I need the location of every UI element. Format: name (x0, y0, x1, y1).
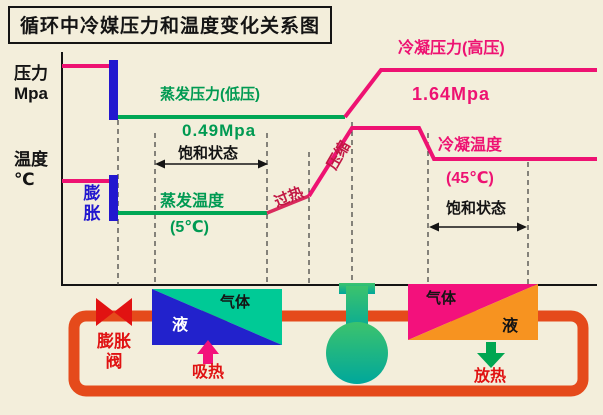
temperature-axis-text: 温度 (14, 150, 48, 169)
refrigerant-pipe-loop (68, 310, 589, 397)
pressure-axis-label: 压力 Mpa (14, 64, 48, 103)
evaporating-temp-label: 蒸发温度 (160, 193, 225, 210)
condenser (408, 284, 538, 340)
temperature-axis-unit: ℃ (14, 169, 35, 189)
temperature-axis-label: 温度 ℃ (14, 150, 48, 189)
evaporator (152, 289, 282, 345)
evaporator-liquid-label: 液 (172, 317, 189, 334)
evaporator-gas-label: 气体 (220, 294, 251, 311)
diagram-title: 循环中冷媒压力和温度变化关系图 (8, 6, 333, 44)
pressure-curve (62, 60, 597, 120)
temp-expansion-drop (109, 175, 118, 221)
evaporating-pressure-value: 0.49Mpa (182, 121, 257, 140)
condensing-temp-label: 冷凝温度 (438, 137, 503, 154)
saturation-left-label: 饱和状态 (178, 145, 239, 162)
pressure-axis-unit: Mpa (14, 83, 48, 103)
axis-lines (61, 52, 597, 286)
dashed-guide-lines (117, 120, 529, 285)
condensing-pressure-value: 1.64Mpa (412, 84, 491, 104)
compressor (326, 283, 388, 384)
saturation-right-arrow (429, 222, 527, 232)
evaporator-liquid-region (152, 289, 282, 345)
temp-compression-condense-segment (307, 126, 597, 198)
evaporating-pressure-label: 蒸发压力(低压) (160, 86, 260, 103)
heat-absorption-arrow-icon (197, 340, 219, 364)
heat-absorption-label: 吸热 (192, 364, 225, 381)
condenser-liquid-region (408, 284, 538, 340)
temperature-curve (62, 126, 597, 221)
temp-superheat-segment (266, 194, 310, 215)
condenser-liquid-label: 液 (502, 318, 519, 335)
expansion-valve-icon (96, 298, 132, 326)
evaporating-temp-value: (5℃) (170, 219, 209, 236)
pressure-expansion-drop (109, 60, 118, 120)
pressure-high-right-segment (343, 68, 597, 119)
heat-release-label: 放热 (474, 368, 507, 385)
expansion-valve-label: 膨胀阀 (97, 332, 131, 371)
condenser-gas-label: 气体 (426, 290, 457, 307)
saturation-left-arrow (155, 159, 268, 169)
saturation-right-label: 饱和状态 (446, 200, 507, 217)
expansion-label: 膨胀 (80, 184, 100, 224)
condensing-pressure-label: 冷凝压力(高压) (398, 40, 505, 57)
heat-release-arrow-icon (477, 342, 505, 368)
condensing-temp-value: (45℃) (446, 170, 494, 187)
pressure-axis-text: 压力 (14, 64, 48, 83)
